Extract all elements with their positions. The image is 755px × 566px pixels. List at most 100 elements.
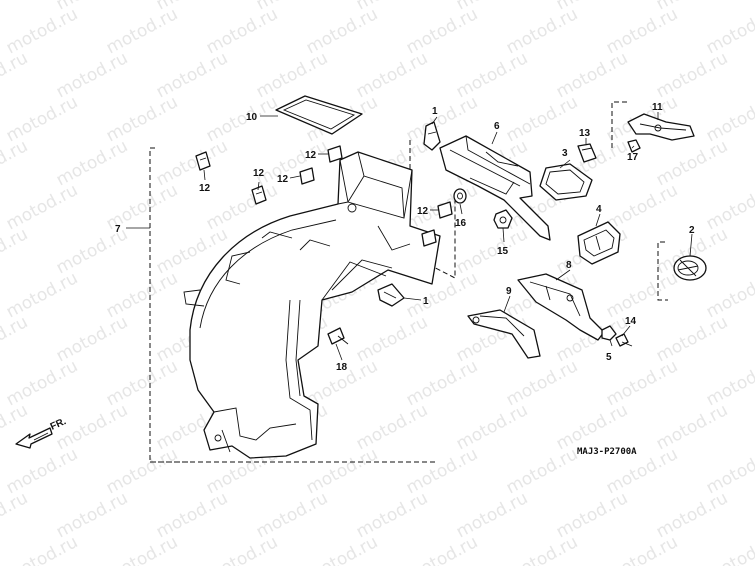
watermark-text: motod.ru — [603, 532, 681, 566]
part-label-1-lower: 1 — [423, 296, 429, 307]
diagram-code: MAJ3-P2700A — [577, 447, 637, 457]
watermark-text: motod.ru — [603, 356, 681, 410]
part-label-7: 7 — [115, 224, 121, 235]
watermark-text: motod.ru — [453, 48, 531, 102]
watermark-text: motod.ru — [453, 400, 531, 454]
watermark-text: motod.ru — [153, 488, 231, 542]
watermark-text: motod.ru — [503, 356, 581, 410]
part-16-grommet — [453, 188, 467, 204]
watermark-text: motod.ru — [0, 312, 31, 366]
watermark-text: motod.ru — [3, 180, 81, 234]
watermark-text: motod.ru — [403, 4, 481, 58]
part-label-16: 16 — [455, 218, 467, 229]
watermark-text: motod.ru — [303, 4, 381, 58]
part-label-13: 13 — [579, 128, 591, 139]
part-6-license-bracket — [439, 135, 551, 241]
watermark-text: motod.ru — [0, 488, 31, 542]
watermark-text: motod.ru — [453, 488, 531, 542]
part-2-reflector — [673, 255, 707, 281]
watermark-text: motod.ru — [703, 444, 755, 498]
watermark-text: motod.ru — [553, 488, 631, 542]
watermark-text: motod.ru — [203, 92, 281, 146]
part-12-clip-d — [327, 145, 343, 163]
watermark-text: motod.ru — [403, 356, 481, 410]
watermark-text: motod.ru — [703, 180, 755, 234]
watermark-text: motod.ru — [3, 532, 81, 566]
watermark-text: motod.ru — [3, 92, 81, 146]
part-label-12-e: 12 — [417, 206, 429, 217]
watermark-text: motod.ru — [503, 92, 581, 146]
watermark-text: motod.ru — [653, 400, 731, 454]
part-18-bolt — [327, 327, 349, 345]
part-12-clip-a — [195, 151, 211, 171]
watermark-text: motod.ru — [3, 356, 81, 410]
part-14-bolt — [615, 333, 633, 347]
watermark-text: motod.ru — [503, 532, 581, 566]
watermark-text: motod.ru — [353, 48, 431, 102]
watermark-text: motod.ru — [3, 268, 81, 322]
part-label-10: 10 — [246, 112, 258, 123]
watermark-text: motod.ru — [453, 224, 531, 278]
watermark-text: motod.ru — [703, 92, 755, 146]
watermark-text: motod.ru — [0, 224, 31, 278]
watermark-text: motod.ru — [253, 488, 331, 542]
part-label-12-c: 12 — [277, 174, 289, 185]
watermark-text: motod.ru — [53, 48, 131, 102]
leader-lines — [126, 112, 693, 361]
watermark-text: motod.ru — [103, 92, 181, 146]
watermark-text: motod.ru — [603, 4, 681, 58]
watermark-text: motod.ru — [53, 136, 131, 190]
part-12-clip-f — [421, 229, 437, 247]
watermark-text: motod.ru — [203, 4, 281, 58]
watermark-text: motod.ru — [53, 312, 131, 366]
part-label-1-upper: 1 — [432, 106, 438, 117]
watermark-text: motod.ru — [653, 48, 731, 102]
part-label-5: 5 — [606, 352, 612, 363]
watermark-text: motod.ru — [0, 48, 31, 102]
watermark-text: motod.ru — [3, 444, 81, 498]
part-label-4: 4 — [596, 204, 602, 215]
watermark-text: motod.ru — [703, 532, 755, 566]
watermark-text: motod.ru — [103, 268, 181, 322]
watermark-text: motod.ru — [703, 268, 755, 322]
part-label-11: 11 — [652, 102, 663, 113]
part-label-12-a: 12 — [199, 183, 211, 194]
watermark-text: motod.ru — [103, 444, 181, 498]
group-bracket-11 — [611, 101, 628, 148]
watermark-text: motod.ru — [3, 4, 81, 58]
watermark-text: motod.ru — [103, 356, 181, 410]
watermark-text: motod.ru — [653, 488, 731, 542]
part-5-nut — [601, 325, 617, 341]
part-7-inner-fender — [183, 151, 441, 459]
watermark-text: motod.ru — [0, 0, 31, 14]
watermark-text: motod.ru — [153, 136, 231, 190]
part-4-license-light — [577, 221, 621, 265]
watermark-text: motod.ru — [503, 444, 581, 498]
watermark-text: motod.ru — [353, 312, 431, 366]
part-label-12-d: 12 — [305, 150, 317, 161]
watermark-text: motod.ru — [253, 136, 331, 190]
part-13-bulb — [577, 143, 597, 163]
watermark-text: motod.ru — [253, 48, 331, 102]
watermark-text: motod.ru — [403, 532, 481, 566]
watermark-text: motod.ru — [503, 4, 581, 58]
watermark-text: motod.ru — [553, 48, 631, 102]
part-12-clip-c — [299, 167, 315, 185]
watermark-text: motod.ru — [653, 136, 731, 190]
part-label-15: 15 — [497, 246, 509, 257]
watermark-text: motod.ru — [703, 356, 755, 410]
watermark-text: motod.ru — [203, 532, 281, 566]
watermark-text: motod.ru — [703, 4, 755, 58]
part-11-bracket — [627, 113, 695, 141]
part-label-18: 18 — [336, 362, 348, 373]
part-label-3: 3 — [562, 148, 568, 159]
watermark-text: motod.ru — [103, 4, 181, 58]
watermark-text: motod.ru — [603, 180, 681, 234]
part-10-plate — [275, 95, 363, 135]
part-label-2: 2 — [689, 225, 695, 236]
part-1-clip-lower — [377, 283, 405, 307]
part-label-9: 9 — [506, 286, 512, 297]
